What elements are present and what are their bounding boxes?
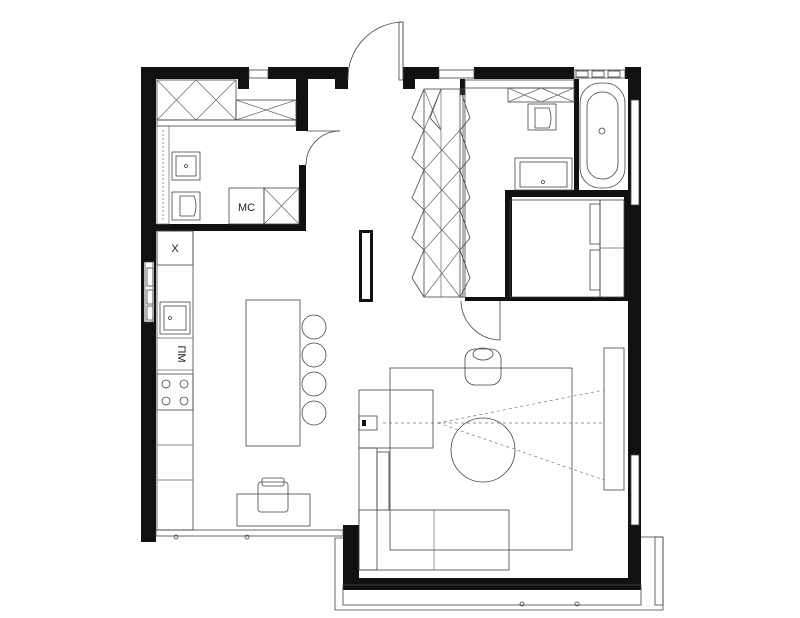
rug <box>389 367 573 551</box>
kitchen: Х ПМ <box>156 230 327 531</box>
dishwasher-label: ПМ <box>175 345 187 362</box>
coffee-table <box>450 417 516 483</box>
desk <box>236 493 311 527</box>
left-bathroom: МС <box>156 79 300 225</box>
bedroom-door <box>460 300 501 341</box>
windows <box>144 69 664 606</box>
kitchen-island <box>245 299 301 447</box>
tv-console <box>603 347 625 491</box>
utility-closet-label: МС <box>238 202 255 214</box>
right-bathroom <box>464 79 626 191</box>
wardrobe <box>411 88 471 298</box>
bedroom <box>509 199 625 298</box>
front-door <box>347 21 404 81</box>
exterior-walls <box>141 67 641 590</box>
interior-walls <box>156 79 628 302</box>
bed <box>509 199 601 298</box>
living-room <box>358 347 625 571</box>
bathroom-door <box>305 130 341 166</box>
balcony-railing <box>173 534 664 611</box>
fridge-label: Х <box>171 243 179 255</box>
